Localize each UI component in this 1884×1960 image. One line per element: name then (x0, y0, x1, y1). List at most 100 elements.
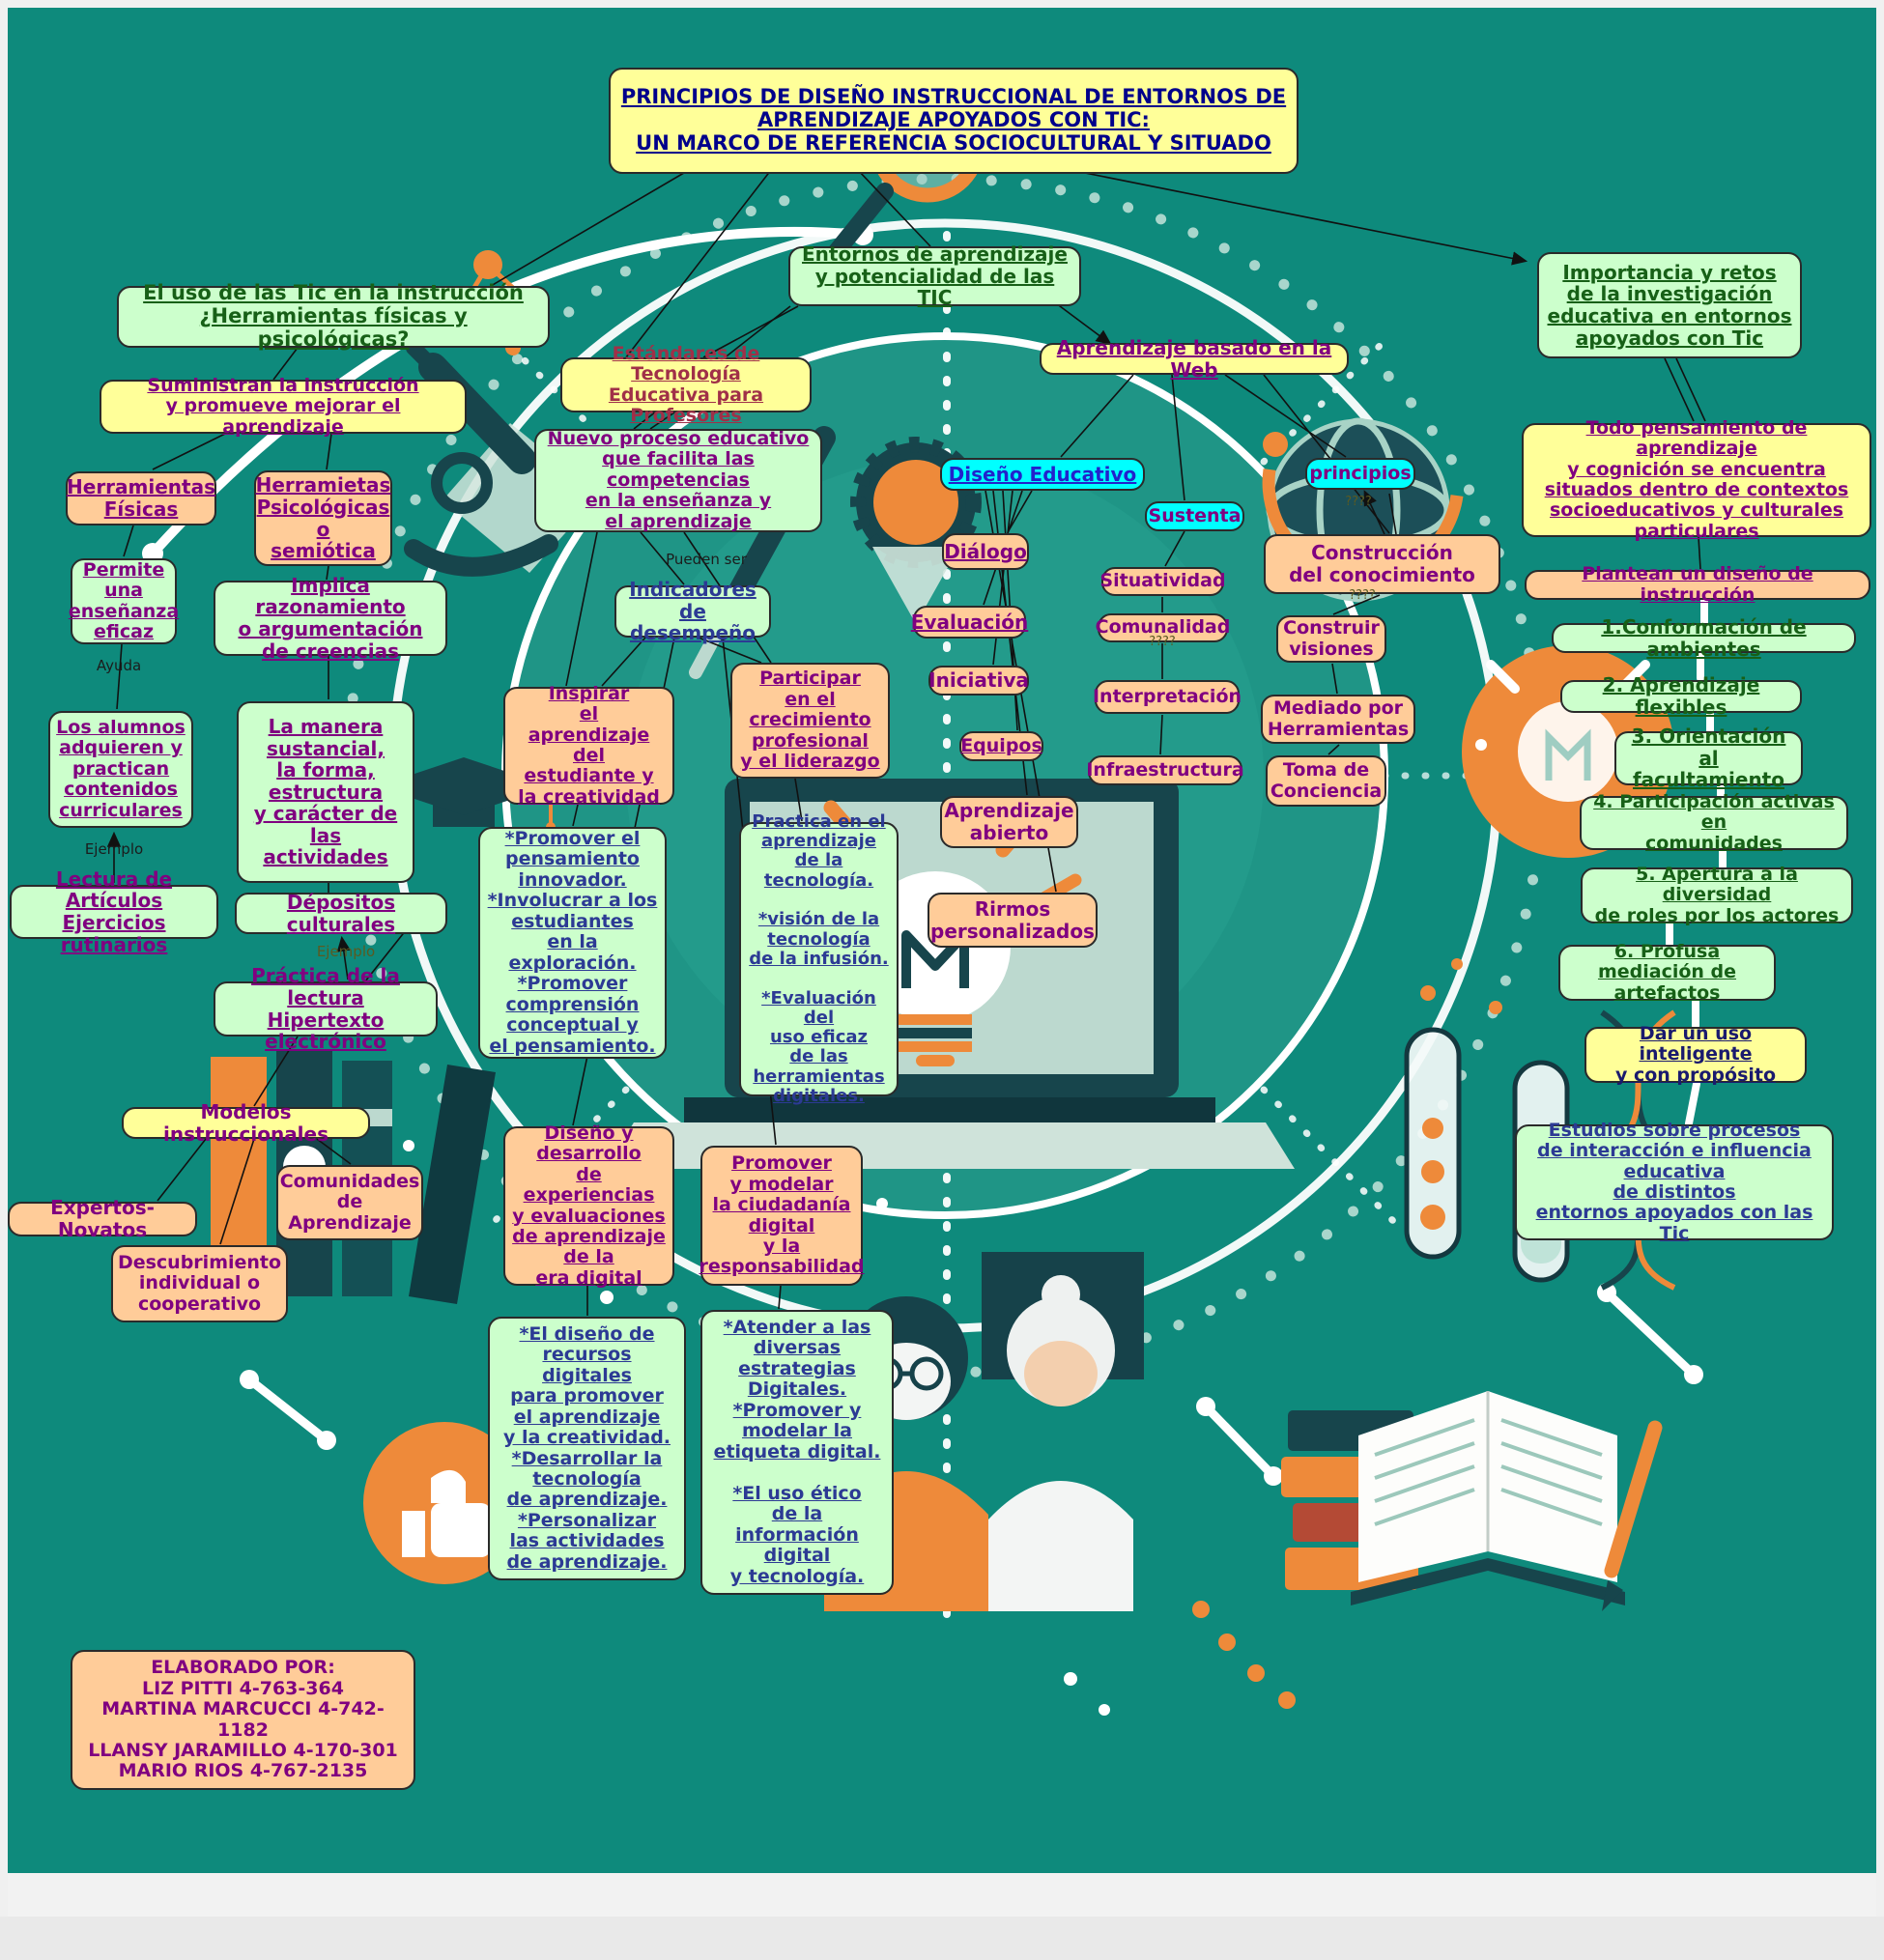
descubrimiento: Descubrimiento individual o cooperativo (111, 1245, 288, 1322)
promover-modelar: Promover y modelar la ciudadanía digital… (699, 1146, 865, 1286)
situatividad: Situatividad (1099, 567, 1226, 596)
edge-line (1171, 374, 1185, 501)
edge-line (219, 1138, 255, 1245)
item-1: 1.Conformación de ambientes (1552, 616, 1856, 660)
el-diseno-recursos: *El diseño de recursos digitales para pr… (488, 1317, 686, 1580)
construccion-conocimiento: Construcción del conocimiento (1264, 534, 1500, 594)
la-manera: La manera sustancial, la forma, estructu… (237, 701, 414, 883)
bottom-frame (8, 1873, 1876, 1917)
connector-lines (106, 169, 1727, 1316)
edge-line (794, 778, 803, 822)
edge-line (123, 525, 134, 557)
concept-map-canvas: PRINCIPIOS DE DISEÑO INSTRUCCIONAL DE EN… (0, 0, 1884, 1917)
credits: ELABORADO POR: LIZ PITTI 4-763-364 MARTI… (71, 1650, 415, 1790)
diseno-desarrollo: Diseño y desarrollo de experiencias y ev… (503, 1122, 674, 1289)
toma-conciencia: Toma de Conciencia (1266, 755, 1386, 807)
item-2: 2. Aprendizaje flexibles (1560, 674, 1802, 718)
iniciativa: Iniciativa (928, 666, 1029, 696)
interpretacion: Interpretación (1093, 680, 1242, 714)
dot-trail (1192, 1601, 1296, 1709)
sustenta: Sustenta (1145, 501, 1244, 531)
herramientas-psicologicas: Herramietas Psicológicas o semiótica (254, 470, 392, 566)
edge-line (601, 637, 646, 687)
edge-line (702, 305, 799, 358)
connector-dot (240, 1370, 259, 1389)
equipos: Equipos (959, 731, 1043, 761)
edge-line (857, 169, 931, 247)
edge-line (1327, 744, 1340, 755)
evaluacion: Evaluación (911, 606, 1028, 639)
dumbbell (244, 1375, 331, 1445)
item-6: 6. Profusa mediación de artefactos (1558, 941, 1776, 1003)
item-4: 4. Participación activas en comunidades (1580, 791, 1848, 853)
promover-pensamiento: *Promover el pensamiento innovador. *Inv… (478, 827, 667, 1059)
label-ejemplo-1: Ejemplo (84, 839, 144, 858)
atender-estrategias: *Atender a las diversas estrategias Digi… (700, 1310, 894, 1595)
dotted-spoke (1260, 342, 1384, 466)
edge-line (316, 1138, 352, 1165)
comunidades-aprendizaje: Comunidades de Aprendizaje (276, 1165, 423, 1240)
plantean-diseno: Plantean un diseño de instrucción (1525, 563, 1870, 605)
participar: Participar en el crecimiento profesional… (730, 663, 890, 779)
rirmos-personalizados: Rirmos personalizados (928, 893, 1098, 948)
edge-line (1664, 357, 1695, 422)
pencil-icon (1604, 1420, 1663, 1578)
indicadores-desempeno: Indicadores de desempeño (614, 579, 771, 644)
edge-line (1159, 714, 1163, 755)
edge-line (253, 1036, 299, 1107)
edge-line (698, 637, 762, 664)
edge-line (572, 804, 579, 827)
edge-line (1363, 490, 1385, 535)
estudios-procesos: Estudios sobre procesos de interacción e… (1515, 1120, 1834, 1244)
edge-line (1388, 493, 1397, 535)
los-alumnos: Los alumnos adquieren y practican conten… (48, 711, 193, 828)
dialogo: Diálogo (942, 533, 1029, 570)
edge-line (778, 1285, 782, 1310)
herramientas-fisicas: Herramientas Físicas (66, 471, 216, 526)
edge-line (1060, 374, 1134, 458)
todo-pensamiento: Todo pensamiento de aprendizaje y cognic… (1522, 417, 1871, 542)
suministran: Suministran la instrucción y promueve me… (100, 375, 467, 437)
item-5: 5. Apertura a la diversidad de roles por… (1581, 864, 1853, 925)
edge-line (326, 433, 332, 470)
label-ejemplo-2: Ejemplo (316, 942, 376, 960)
mediado-herramientas: Mediado por Herramientas (1261, 695, 1415, 744)
edge-line (336, 935, 351, 980)
edge-line (272, 347, 299, 381)
edge-line (1331, 663, 1338, 695)
modelos-instruccionales: Modelos instruccionales (122, 1101, 370, 1145)
connector-dot (317, 1431, 336, 1450)
edge-line (565, 531, 598, 687)
estandares-tecnologia: Estándares de Tecnología Educativa para … (560, 343, 812, 426)
principios: principios (1305, 458, 1415, 490)
item-3: 3. Orientación al facultamiento (1614, 725, 1803, 791)
infraestructura: Infraestructura (1086, 755, 1244, 785)
edge-line (1164, 530, 1185, 567)
label-q2: ???? (1349, 587, 1376, 603)
aprendizaje-web: Aprendizaje basado en la Web (1040, 337, 1349, 381)
edge-line (625, 169, 772, 358)
book-icon (1281, 1391, 1663, 1611)
aprendizaje-abierto: Aprendizaje abierto (940, 796, 1078, 848)
inspirar: Inspirar el aprendizaje del estudiante y… (503, 683, 674, 808)
edge-line (157, 1138, 207, 1202)
lectura-articulos: Lectura de Artículos Ejercicios rutinari… (10, 868, 218, 955)
edge-line (1332, 594, 1381, 615)
edge-line (152, 433, 226, 470)
construir-visiones: Construir visiones (1276, 615, 1386, 663)
el-uso-tic: El uso de las Tic en la instrucción ¿Her… (117, 282, 550, 351)
edge-line (640, 531, 685, 585)
edge-line (490, 169, 690, 287)
edge-line (649, 412, 675, 430)
importancia-retos: Importancia y retos de la investigación … (1537, 252, 1802, 358)
edge-line (1007, 490, 1033, 533)
dumbbell (1201, 1402, 1278, 1481)
expertos-novatos: Expertos-Novatos (8, 1197, 197, 1240)
connector-dot (1264, 1466, 1283, 1486)
diseno-educativo: Diseño Educativo (940, 458, 1145, 491)
label-pueden-ser: Pueden ser (666, 550, 747, 568)
practica-tecnologia: Practica en el aprendizaje de la tecnolo… (739, 811, 899, 1106)
permite-ensenanza: Permite una enseñanza eficaz (69, 558, 179, 644)
dar-uso: Dar un uso inteligente y con propósito (1584, 1023, 1807, 1085)
label-q1: ???? (1345, 494, 1372, 509)
